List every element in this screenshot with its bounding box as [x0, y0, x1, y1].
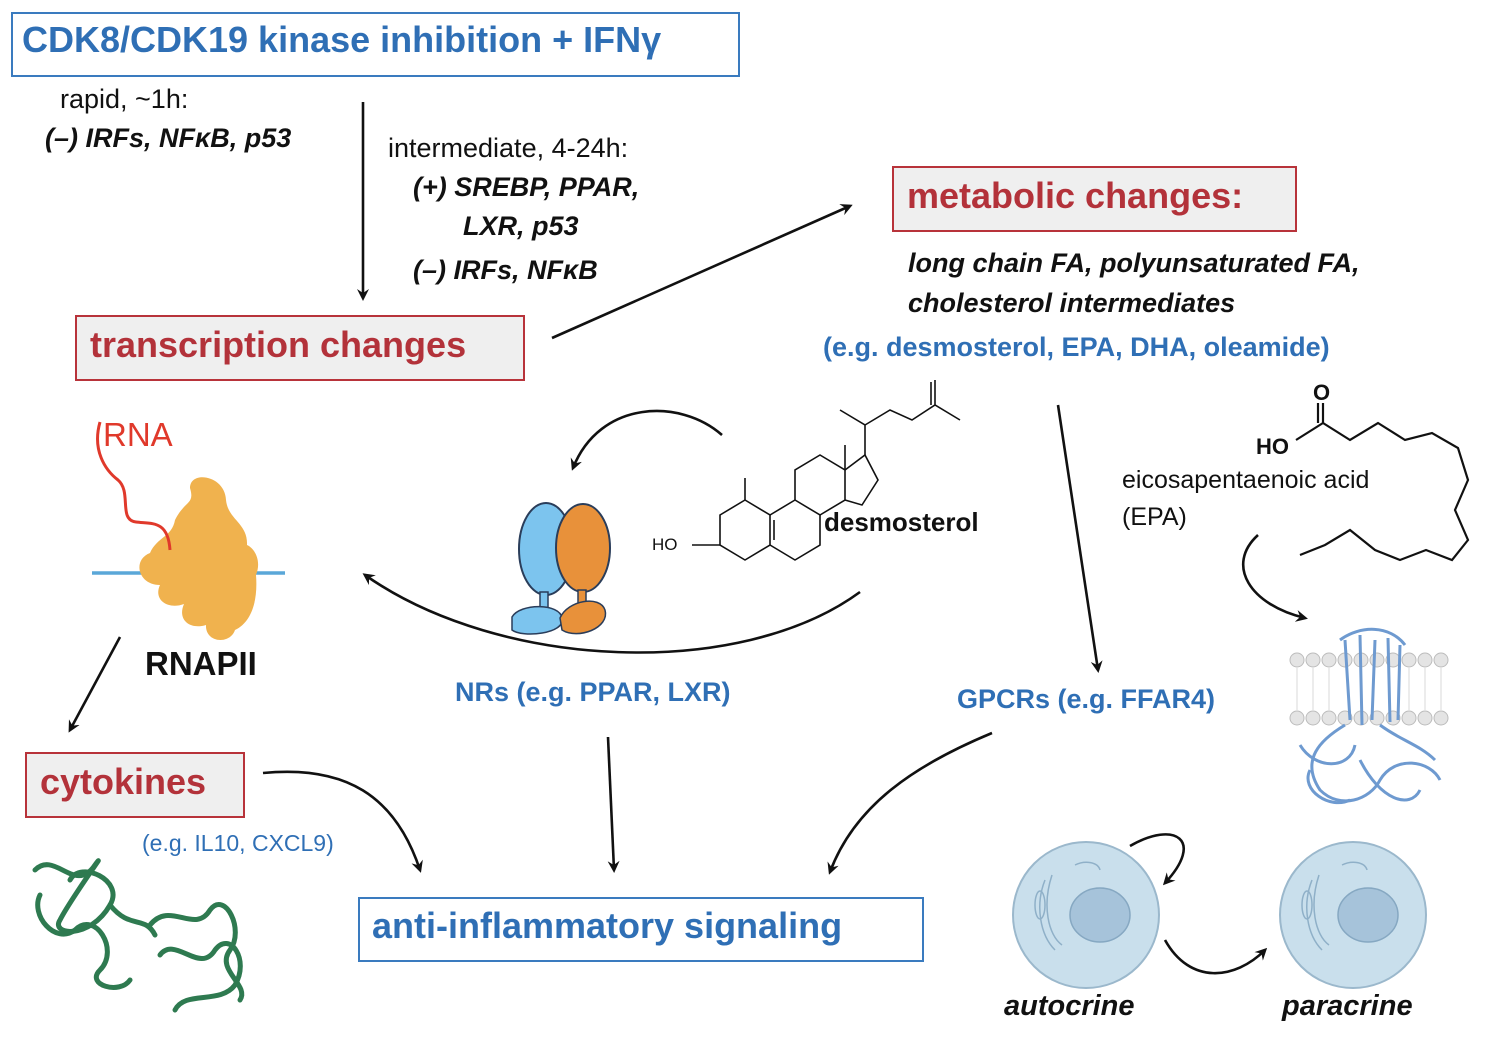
title-box [11, 12, 740, 77]
arrow-epa-to-gpcr [1241, 534, 1308, 622]
arrow-desmosterol-to-nr [570, 409, 723, 471]
paracrine-cell [1279, 841, 1427, 989]
rapid-timing: rapid, ~1h: [60, 84, 189, 114]
rnapii-shape [139, 477, 259, 641]
epa-abbrev: (EPA) [1122, 503, 1187, 531]
intermediate-timing: intermediate, 4-24h: [388, 133, 629, 163]
metabolic-examples: (e.g. desmosterol, EPA, DHA, oleamide) [823, 332, 1330, 362]
cytokines-box [25, 752, 245, 818]
arrow-transcription-to-metabolic [551, 204, 853, 340]
cytokines-examples: (e.g. IL10, CXCL9) [142, 830, 334, 856]
desmosterol-ho: HO [652, 535, 678, 554]
arrow-nr-to-rnapii [362, 573, 861, 654]
nrs-label: NRs (e.g. PPAR, LXR) [455, 677, 731, 707]
paracrine-label: paracrine [1282, 990, 1413, 1022]
intermediate-up-1: (+) SREBP, PPAR, [413, 172, 640, 202]
arrow-paracrine [1163, 939, 1268, 975]
metabolic-line-2: cholesterol intermediates [908, 288, 1236, 318]
desmosterol-structure [692, 380, 961, 561]
flow-arrows [68, 102, 1308, 975]
epa-name: eicosapentaenoic acid [1122, 466, 1370, 494]
anti-inflammatory-box [358, 897, 924, 962]
gpcrs-label: GPCRs (e.g. FFAR4) [957, 684, 1216, 714]
nr-orange-subunit [555, 503, 611, 593]
epa-o: O [1313, 380, 1331, 405]
intermediate-down: (–) IRFs, NFκB [413, 255, 598, 285]
intermediate-up-2: LXR, p53 [463, 211, 579, 241]
desmosterol-label: desmosterol [824, 507, 979, 537]
arrow-gpcr-to-anti [827, 731, 993, 875]
rnapii-illustration [92, 421, 285, 641]
epa-structure [1295, 403, 1470, 562]
arrow-metabolic-to-gpcr [1056, 404, 1103, 673]
title: CDK8/CDK19 kinase inhibition + IFNγ [22, 19, 662, 60]
autocrine-label: autocrine [1004, 990, 1135, 1022]
transcription-label: transcription changes [90, 324, 467, 365]
metabolic-title: metabolic changes: [907, 175, 1244, 216]
transcription-box [75, 315, 525, 381]
metabolic-box [892, 166, 1297, 232]
arrow-nr-to-anti [606, 736, 620, 873]
rna-label: RNA [103, 416, 173, 453]
rnapii-label: RNAPII [145, 645, 257, 682]
arrow-cytokines-to-anti [262, 770, 423, 873]
arrow-rnapii-to-cytokines [68, 636, 122, 733]
cytokines-label: cytokines [40, 761, 207, 802]
cytokine-structure [32, 858, 245, 1013]
rapid-factors: (–) IRFs, NFκB, p53 [45, 123, 292, 153]
anti-inflammatory-label: anti-inflammatory signaling [372, 905, 843, 946]
metabolic-line-1: long chain FA, polyunsaturated FA, [908, 248, 1360, 278]
autocrine-cell [1012, 841, 1160, 989]
nuclear-receptor-dimer [511, 502, 611, 635]
rna-strand [96, 421, 172, 551]
epa-ho: HO [1256, 434, 1289, 459]
arrow-autocrine [1129, 833, 1185, 886]
gpcr-illustration [1289, 627, 1449, 805]
